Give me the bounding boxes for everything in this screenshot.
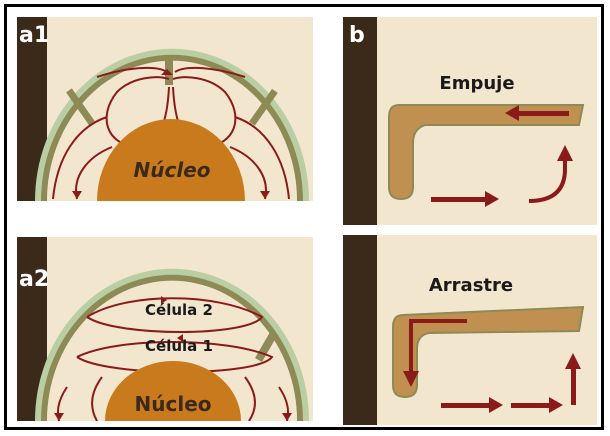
panel-b-push: b Empuje: [343, 17, 597, 225]
push-curve-arrowhead: [557, 145, 573, 161]
push-curve-arrow: [529, 157, 565, 201]
panel-b-drag: Arrastre: [343, 235, 597, 425]
panel-a2: a2 Célula 2 Célula 1 Núc: [17, 237, 313, 421]
push-slab: [389, 105, 583, 199]
drag-diagram: Arrastre: [343, 235, 597, 425]
cell2-label: Célula 2: [145, 301, 213, 319]
drag-arrows: [441, 353, 581, 413]
mantle-convection-a1-diagram: Núcleo: [17, 17, 313, 201]
drag-label: Arrastre: [429, 275, 513, 296]
nucleus-label-a1: Núcleo: [134, 158, 211, 182]
mantle-convection-a2-diagram: Célula 2 Célula 1 Núcleo: [17, 237, 313, 421]
nucleus-label-a2: Núcleo: [135, 392, 212, 416]
panel-a1: a1: [17, 17, 313, 201]
push-label: Empuje: [439, 73, 514, 94]
push-diagram: Empuje: [343, 17, 597, 225]
figure-frame: a1: [4, 4, 604, 430]
cell1-label: Célula 1: [145, 337, 213, 355]
